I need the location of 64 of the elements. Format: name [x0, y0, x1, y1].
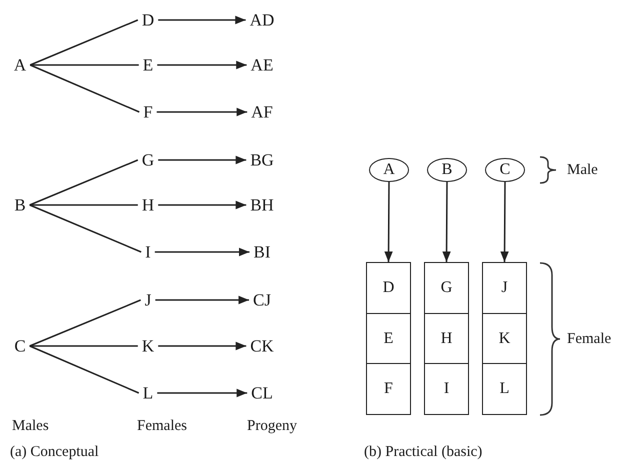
arrow	[157, 388, 248, 398]
node-label: I	[141, 242, 155, 262]
arrow	[156, 108, 248, 116]
connector-line	[30, 64, 140, 113]
node-label: H	[138, 194, 158, 216]
node-label: K	[138, 336, 158, 356]
node-label: BH	[246, 194, 278, 216]
male-oval: B	[427, 158, 467, 182]
grid-cell: J	[483, 263, 526, 313]
node-label: AD	[246, 10, 278, 30]
grid-cell: D	[367, 263, 410, 313]
connector-line	[30, 204, 138, 206]
arrow	[154, 248, 250, 256]
node-label: F	[139, 102, 157, 122]
connector-line	[29, 345, 140, 394]
column-heading: Males	[12, 418, 49, 434]
node-label: J	[140, 290, 156, 310]
grid-cell: L	[483, 363, 526, 414]
arrow	[384, 182, 393, 262]
node-label: CK	[246, 336, 278, 356]
node-label: AF	[247, 102, 277, 122]
male-label: C	[10, 336, 30, 356]
grid-cell: G	[425, 263, 468, 313]
connector-line	[30, 345, 138, 347]
grid-cell: K	[483, 312, 526, 364]
male-oval: C	[485, 158, 525, 182]
arrow	[158, 156, 246, 164]
node-label: L	[138, 382, 158, 404]
column-box	[366, 262, 411, 415]
arrow	[158, 342, 246, 350]
grid-cell: F	[367, 363, 410, 414]
grid-cell: I	[425, 363, 468, 414]
male-oval: A	[369, 158, 409, 182]
bracket-label: Female	[567, 330, 612, 348]
node-label: CJ	[249, 290, 275, 310]
bracket-label: Male	[567, 162, 598, 178]
arrow	[155, 296, 250, 304]
connector-line	[29, 159, 138, 206]
arrow	[442, 182, 451, 262]
column-heading: Females	[137, 418, 187, 434]
node-label: D	[138, 10, 158, 30]
panel-caption: (b) Practical (basic)	[364, 444, 482, 460]
node-label: AE	[246, 54, 278, 76]
column-heading: Progeny	[247, 418, 297, 434]
node-label: BG	[246, 150, 278, 170]
arrow	[500, 182, 509, 262]
node-label: BI	[250, 242, 274, 262]
arrow	[158, 200, 246, 210]
node-label: CL	[247, 382, 277, 404]
column-box	[482, 262, 527, 415]
male-label: B	[10, 194, 30, 216]
connector-line	[29, 299, 141, 347]
column-box	[424, 262, 469, 415]
grid-cell: H	[425, 312, 468, 364]
grid-cell: E	[367, 312, 410, 364]
connector-line	[30, 64, 139, 66]
arrow	[157, 60, 247, 70]
node-label: G	[138, 150, 158, 170]
connector-line	[30, 19, 138, 66]
male-label: A	[10, 54, 30, 76]
node-label: E	[138, 54, 158, 76]
panel-caption: (a) Conceptual	[10, 444, 99, 460]
arrow	[158, 16, 246, 24]
connector-line	[29, 204, 142, 253]
